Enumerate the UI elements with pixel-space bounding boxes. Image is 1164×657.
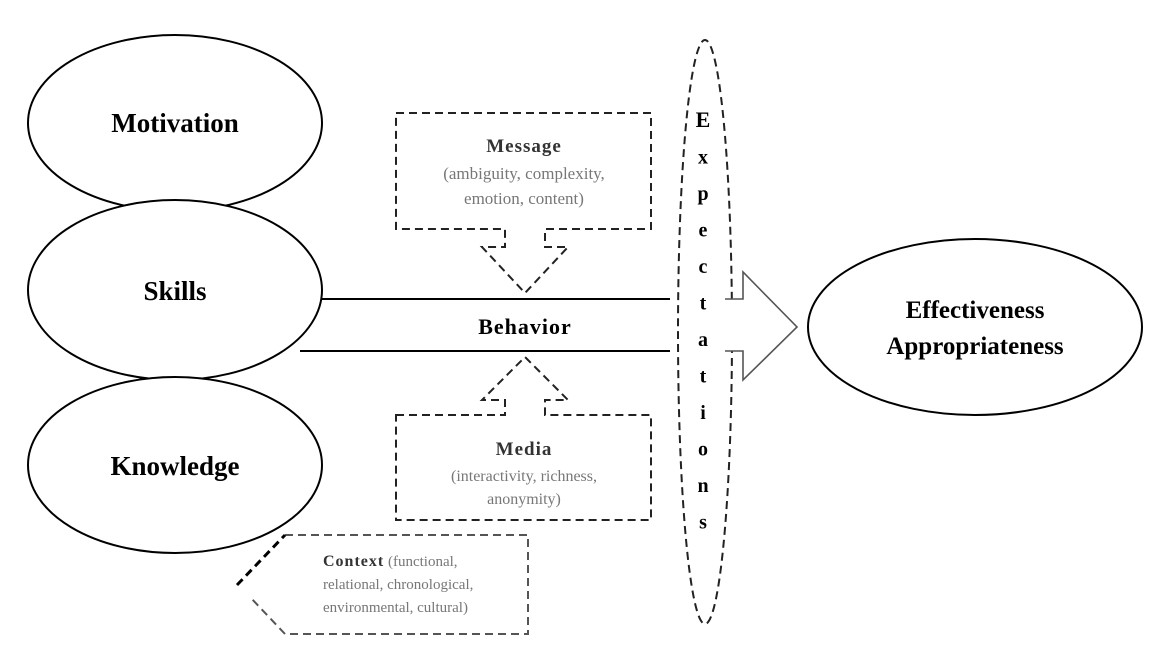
- context-pointer: [235, 533, 287, 587]
- expectations-letter: o: [698, 439, 708, 461]
- expectations-letter: t: [700, 293, 707, 315]
- expectations-letter: i: [700, 402, 706, 424]
- expectations-letter: x: [698, 147, 708, 169]
- expectations-letter: t: [700, 366, 707, 388]
- message-details-line2: emotion, content): [464, 189, 584, 208]
- context-details-line2: relational, chronological,: [323, 577, 473, 593]
- knowledge-node: [27, 376, 323, 554]
- skills-label: Skills: [143, 276, 206, 306]
- outcome-node: [807, 238, 1143, 416]
- media-details-line2: anonymity): [487, 491, 561, 508]
- outcome-label-appropriateness: Appropriateness: [886, 333, 1064, 360]
- outcome-arrow: [725, 270, 799, 382]
- media-callout: [395, 355, 652, 521]
- media-title: Media: [496, 439, 553, 460]
- expectations-letter: s: [699, 512, 707, 534]
- knowledge-label: Knowledge: [110, 451, 239, 481]
- context-line1: Context (functional,: [323, 553, 458, 570]
- message-callout: [395, 112, 652, 295]
- motivation-label: Motivation: [111, 108, 239, 138]
- expectations-letter: n: [697, 475, 708, 497]
- expectations-letter: a: [698, 329, 708, 351]
- behavior-label: Behavior: [478, 314, 572, 339]
- expectations-letter: p: [697, 183, 708, 205]
- context-callout: [249, 534, 529, 635]
- message-title: Message: [486, 136, 562, 157]
- context-details-line3: environmental, cultural): [323, 600, 468, 616]
- outcome-label-effectiveness: Effectiveness: [906, 297, 1045, 324]
- expectations-letter: c: [699, 256, 708, 278]
- context-title: Context: [323, 553, 384, 570]
- message-details-line1: (ambiguity, complexity,: [443, 164, 605, 183]
- context-details-line1: (functional,: [384, 554, 457, 570]
- expectations-letter: e: [699, 220, 708, 242]
- media-details-line1: (interactivity, richness,: [451, 468, 597, 485]
- expectations-letter: E: [696, 107, 711, 132]
